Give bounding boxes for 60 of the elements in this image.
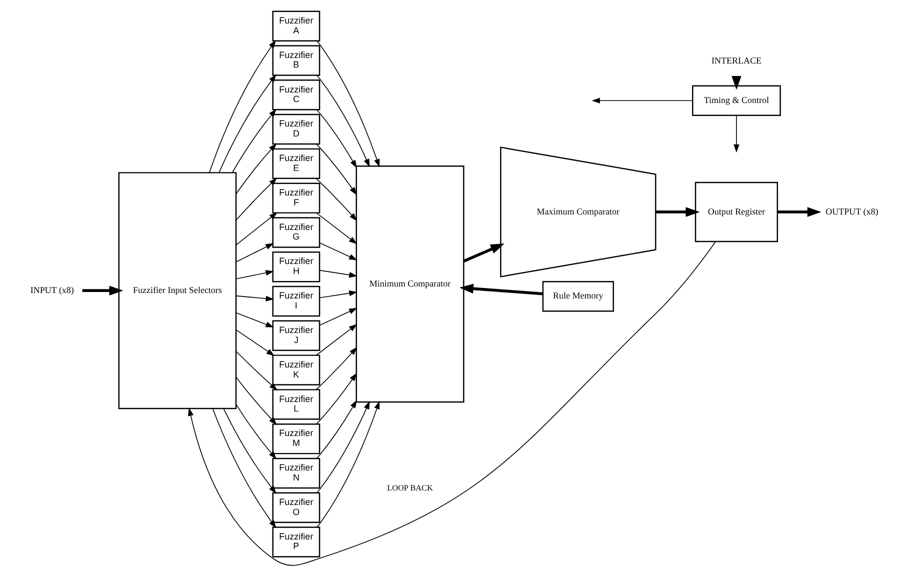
arrow — [316, 347, 358, 390]
node-box: Fuzzifier J — [272, 320, 320, 351]
arrow — [319, 270, 358, 278]
node-box: Fuzzifier F — [272, 182, 320, 214]
node-box: Rule Memory — [542, 280, 614, 312]
node-box: Fuzzifier K — [272, 354, 320, 386]
node-box: Fuzzifier D — [272, 114, 320, 145]
node-box: Fuzzifier O — [272, 492, 320, 523]
arrow — [212, 408, 276, 528]
node-box: Fuzzifier I — [272, 286, 320, 317]
arrow — [82, 286, 124, 296]
node-box: Fuzzifier G — [272, 217, 320, 248]
arrow — [316, 400, 370, 494]
arrow — [236, 404, 277, 460]
arrow — [656, 207, 700, 217]
arrow — [459, 284, 544, 296]
arrow — [316, 212, 358, 244]
arrow — [236, 295, 274, 302]
arrow — [777, 207, 822, 217]
arrow — [316, 372, 357, 424]
edge-label: LOOP BACK — [387, 483, 433, 492]
node-box: Fuzzifier Input Selectors — [118, 172, 237, 410]
arrow — [236, 243, 274, 262]
node-text: OUTPUT (x8) — [826, 206, 878, 216]
node-box: Fuzzifier C — [272, 80, 320, 110]
arrow — [463, 244, 505, 262]
node-box: Fuzzifier H — [272, 252, 320, 282]
arrow — [592, 98, 694, 104]
node-box: Fuzzifier B — [272, 45, 320, 76]
node-box: Fuzzifier M — [272, 423, 320, 454]
node-box: Minimum Comparator — [356, 166, 464, 403]
node-box: Fuzzifier N — [272, 458, 320, 489]
node-box: Timing & Control — [692, 85, 781, 116]
arrow — [319, 308, 358, 326]
arrow — [316, 178, 358, 222]
arrow — [734, 115, 740, 153]
node-text: INPUT (x8) — [30, 284, 74, 295]
arrow — [316, 74, 370, 168]
node-box: Maximum Comparator — [500, 146, 656, 278]
arrow — [319, 242, 358, 260]
node-box: Fuzzifier L — [272, 389, 320, 420]
arrow — [236, 351, 278, 390]
arrow — [236, 376, 277, 425]
arrow — [316, 324, 358, 356]
arrow — [316, 40, 380, 168]
node-box: Output Register — [694, 182, 778, 242]
arrow — [236, 312, 274, 328]
node-box: Fuzzifier P — [272, 526, 320, 558]
arrow — [319, 290, 358, 298]
arrow — [316, 400, 357, 459]
arrow — [236, 329, 275, 356]
arrow — [316, 400, 380, 528]
arrow — [188, 241, 716, 566]
arrow — [236, 270, 274, 280]
node-box: Fuzzifier E — [272, 148, 320, 180]
arrow — [316, 109, 357, 168]
node-box: Fuzzifier A — [272, 10, 320, 42]
arrow — [223, 408, 276, 494]
node-text: INTERLACE — [711, 56, 762, 66]
arrow — [316, 144, 357, 196]
